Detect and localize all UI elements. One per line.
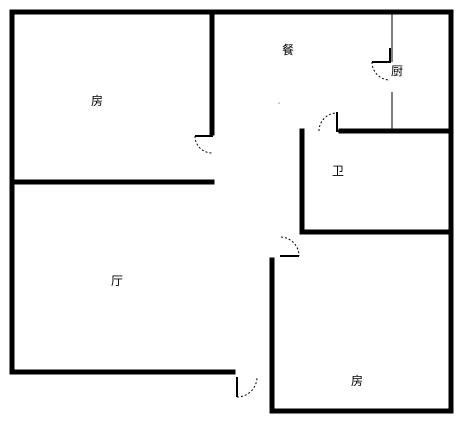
room-label-bathroom: 卫 [332, 164, 344, 178]
room-label-dining: 餐 [282, 42, 294, 57]
room-label-bedroom-bottom: 房 [351, 373, 363, 388]
room-label-kitchen: 厨 [391, 64, 403, 78]
door-bedroom-bottom [280, 236, 300, 257]
room-label-bedroom-top: 房 [91, 93, 103, 108]
door-bathroom [318, 112, 341, 132]
room-label-living: 厅 [111, 274, 123, 288]
door-entrance [236, 376, 258, 398]
door-kitchen [371, 48, 391, 81]
door-bedroom-top [194, 133, 213, 154]
marker-dot [278, 102, 280, 104]
